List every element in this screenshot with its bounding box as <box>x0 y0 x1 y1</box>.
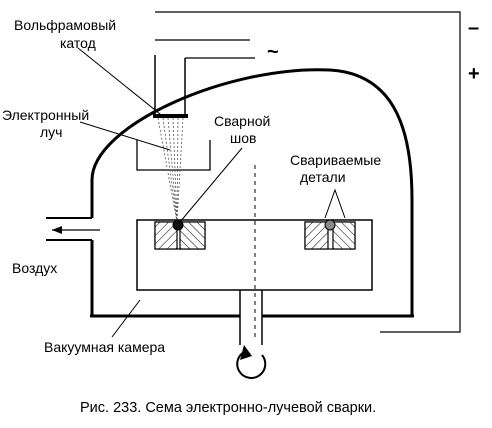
tungsten-cathode <box>153 55 188 118</box>
power-supply-wires <box>155 11 461 333</box>
label-seam-line1: Сварной <box>214 113 270 129</box>
rotating-shaft <box>239 290 263 345</box>
air-outlet <box>46 217 100 241</box>
minus-symbol: – <box>468 17 479 39</box>
rotation-icon <box>236 345 267 379</box>
figure-caption: Рис. 233. Сема электронно-лучевой сварки… <box>80 400 376 416</box>
weld-part-right-a <box>304 221 329 250</box>
label-beam-line2: луч <box>40 124 62 140</box>
plus-symbol: + <box>468 63 480 85</box>
label-cathode-line1: Вольфрамовый <box>14 17 116 33</box>
label-beam-line1: Электронный <box>2 107 89 123</box>
weld-part-right-b <box>332 221 356 250</box>
vacuum-chamber <box>90 68 414 318</box>
weld-part-left-b <box>179 221 206 250</box>
label-seam-line2: шов <box>230 130 256 146</box>
label-air: Воздух <box>12 260 57 276</box>
ac-symbol: ~ <box>267 41 279 63</box>
leader-lines <box>77 47 346 338</box>
weld-seam-dot <box>172 219 184 231</box>
label-cathode-line2: катод <box>60 35 96 51</box>
weld-seam-dot-right <box>324 219 336 231</box>
label-parts-line1: Свариваемые <box>290 152 381 168</box>
label-chamber: Вакуумная камера <box>44 339 165 355</box>
electron-beam <box>157 117 184 223</box>
label-parts-line2: детали <box>300 169 346 185</box>
focusing-electrode <box>136 140 211 171</box>
weld-part-left-a <box>154 221 178 250</box>
